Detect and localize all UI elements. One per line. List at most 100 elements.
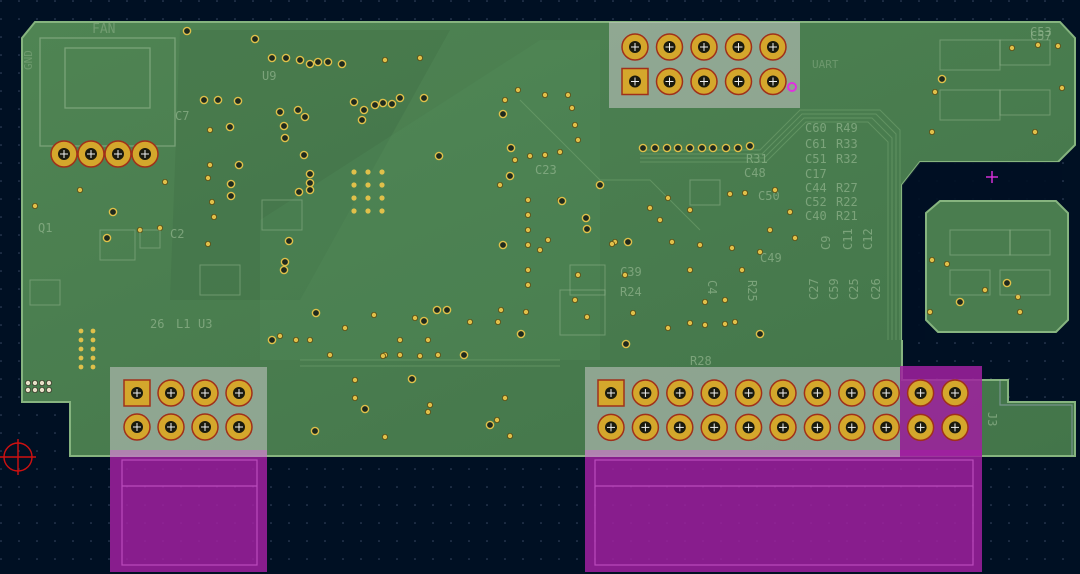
pin-pad[interactable] (724, 67, 753, 96)
pin-pad[interactable] (906, 413, 935, 442)
pin-pad[interactable] (734, 413, 763, 442)
via (341, 324, 348, 331)
pin-pad[interactable] (666, 413, 694, 442)
component-outline (939, 89, 1001, 121)
via (351, 376, 358, 383)
fan-header-pins[interactable] (50, 140, 159, 168)
pin-pad[interactable] (104, 140, 132, 168)
via (569, 105, 576, 112)
test-pad (46, 386, 53, 393)
pin-pad[interactable] (872, 379, 900, 407)
via (292, 336, 299, 343)
pin-pad[interactable] (700, 413, 728, 442)
bga-pad (90, 337, 96, 343)
pin-pad[interactable] (838, 413, 866, 442)
component-outline (999, 89, 1051, 116)
pin-pad[interactable] (225, 379, 253, 407)
main-header-pins[interactable] (597, 379, 969, 442)
uart-label: UART (812, 58, 839, 71)
via (665, 324, 672, 331)
via (156, 224, 163, 231)
via (525, 266, 532, 273)
via (557, 196, 567, 206)
pin-1-pad[interactable] (597, 379, 625, 407)
pin-pad[interactable] (700, 379, 728, 407)
pin-pad[interactable] (191, 413, 219, 441)
magenta-via (787, 82, 797, 92)
pin-pad[interactable] (724, 33, 753, 61)
pin-pad[interactable] (157, 413, 185, 441)
via (721, 143, 731, 153)
pin-pad[interactable] (50, 140, 78, 168)
test-pad (39, 386, 46, 393)
bga-pad (351, 169, 357, 175)
via (638, 143, 648, 153)
pin-pad[interactable] (759, 33, 787, 61)
via (501, 394, 508, 401)
via (506, 432, 513, 439)
pin-pad[interactable] (769, 379, 797, 407)
pin-pad[interactable] (872, 413, 900, 442)
bga-pad (365, 195, 371, 201)
pin-pad[interactable] (77, 140, 105, 168)
left-header-pins[interactable] (123, 379, 253, 441)
pin-pad[interactable] (941, 379, 969, 407)
origin-marker[interactable] (0, 439, 36, 475)
pin-pad[interactable] (131, 140, 159, 168)
pin-pad[interactable] (941, 413, 969, 442)
via (525, 241, 532, 248)
via (416, 352, 423, 359)
pin-1-pad[interactable] (621, 67, 649, 96)
via (932, 89, 939, 96)
pin-pad[interactable] (734, 379, 763, 407)
bga-pad (78, 355, 84, 361)
via (582, 224, 592, 234)
via (512, 156, 519, 163)
via (108, 207, 118, 217)
via (182, 26, 192, 36)
pin-pad[interactable] (690, 67, 718, 96)
pin-pad[interactable] (655, 67, 684, 96)
pin-pad[interactable] (655, 33, 684, 61)
pin-pad[interactable] (631, 413, 660, 442)
pin-pad[interactable] (906, 379, 935, 407)
fan-connector-inner (64, 47, 151, 109)
pin-pad[interactable] (597, 413, 625, 442)
via (697, 241, 704, 248)
via (584, 313, 591, 320)
ref-c51: C51 (805, 152, 827, 166)
pin-pad[interactable] (769, 413, 797, 442)
via (542, 151, 549, 158)
bga-pad (351, 195, 357, 201)
ref-c11: C11 (841, 228, 855, 250)
pin-pad[interactable] (157, 379, 185, 407)
pin-pad[interactable] (631, 379, 660, 407)
via (498, 240, 508, 250)
via (204, 240, 211, 247)
via (927, 308, 934, 315)
component-outline (999, 39, 1051, 66)
pin-pad[interactable] (666, 379, 694, 407)
pin-pad[interactable] (191, 379, 219, 407)
ref-r32: R32 (836, 152, 858, 166)
ref-c12: C12 (861, 228, 875, 250)
via (77, 186, 84, 193)
via (351, 394, 358, 401)
ref-c27: C27 (807, 278, 821, 300)
via (501, 97, 508, 104)
pin-pad[interactable] (838, 379, 866, 407)
pin-1-pad[interactable] (123, 379, 151, 407)
pin-pad[interactable] (803, 413, 832, 442)
pin-pad[interactable] (123, 413, 151, 441)
via (233, 96, 243, 106)
ground-pour-shade (260, 40, 600, 360)
pin-pad[interactable] (690, 33, 718, 61)
pin-pad[interactable] (225, 413, 253, 441)
pin-pad[interactable] (759, 67, 787, 96)
via (275, 107, 285, 117)
pin-pad[interactable] (803, 379, 832, 407)
pin-pad[interactable] (621, 33, 649, 61)
uart-header-pins[interactable] (621, 33, 787, 96)
via (326, 351, 333, 358)
